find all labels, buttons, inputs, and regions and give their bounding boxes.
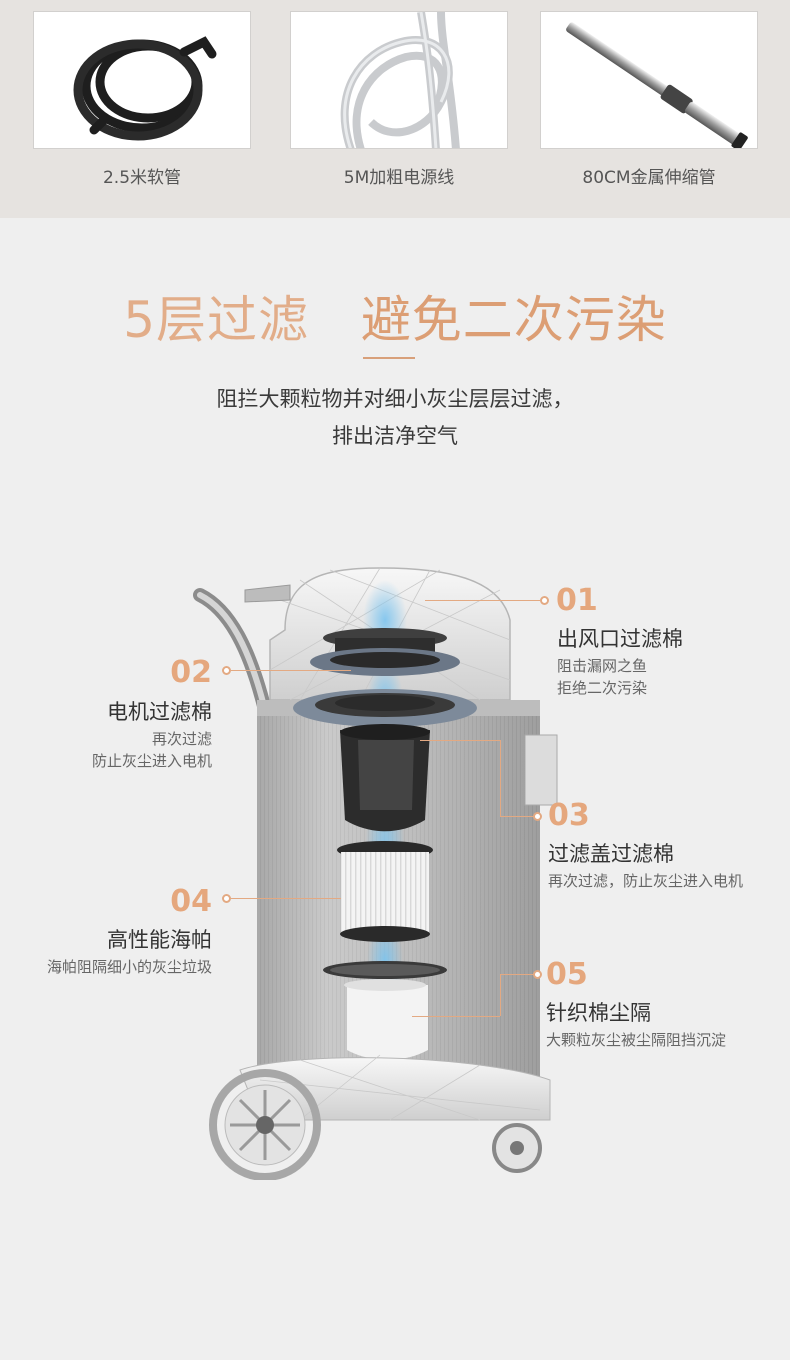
callout-03-leader-a: [420, 740, 500, 741]
accessory-image-frame: [290, 11, 508, 149]
callout-01-desc-2: 拒绝二次污染: [557, 679, 648, 697]
accessory-hose: 2.5米软管: [33, 11, 251, 188]
callout-02-desc-2: 防止灰尘进入电机: [91, 752, 212, 770]
vacuum-exploded-illustration: [180, 560, 580, 1180]
section-title-part1: 5层过滤: [123, 291, 309, 349]
section-title: 5层过滤 避免二次污染: [0, 280, 790, 352]
callout-01-leader: [425, 600, 540, 601]
callout-05-desc: 大颗粒灰尘被尘隔阻挡沉淀: [546, 1031, 727, 1049]
callout-04-leader: [231, 898, 341, 899]
metal-tube-icon: [566, 22, 748, 148]
accessory-power-cable: 5M加粗电源线: [290, 11, 508, 188]
callout-05-leader-b: [500, 974, 501, 1016]
callout-04-number: 04: [170, 884, 212, 919]
callout-05-dot: [533, 970, 542, 979]
callout-02-title: 电机过滤棉: [107, 700, 212, 724]
callout-02-number: 02: [170, 655, 212, 690]
hose-icon: [73, 36, 217, 141]
callout-05-title: 针织棉尘隔: [546, 1001, 651, 1025]
subtitle-line1: 阻拦大颗粒物并对细小灰尘层层过滤，: [216, 387, 574, 411]
power-cable-icon: [340, 12, 460, 148]
subtitle-line2: 排出洁净空气: [332, 424, 458, 448]
accessory-label: 2.5米软管: [102, 168, 182, 188]
section-title-part2: 避免二次污染: [360, 291, 667, 349]
callout-01-number: 01: [556, 583, 598, 618]
accessory-image-frame: [540, 11, 758, 149]
callout-03-number: 03: [548, 798, 590, 833]
callout-03-leader-c: [500, 816, 534, 817]
callout-03-dot: [533, 812, 542, 821]
callout-02-leader: [231, 670, 351, 671]
accessory-label: 80CM金属伸缩管: [582, 168, 716, 188]
title-divider: [363, 357, 415, 359]
accessory-metal-tube: 80CM金属伸缩管: [540, 11, 758, 188]
callout-03-title: 过滤盖过滤棉: [548, 842, 674, 866]
callout-04-dot: [222, 894, 231, 903]
callout-04-title: 高性能海帕: [107, 928, 212, 952]
callout-03-desc: 再次过滤，防止灰尘进入电机: [548, 872, 744, 890]
callout-04-desc: 海帕阻隔细小的灰尘垃圾: [46, 958, 212, 976]
accessory-label: 5M加粗电源线: [343, 168, 455, 188]
accessory-image-frame: [33, 11, 251, 149]
callout-05-leader-c: [500, 974, 534, 975]
callout-01-dot: [540, 596, 549, 605]
callout-02-dot: [222, 666, 231, 675]
callout-01-desc-1: 阻击漏网之鱼: [557, 657, 648, 675]
callout-01-title: 出风口过滤棉: [557, 627, 683, 651]
callout-03-leader-b: [500, 740, 501, 816]
accessories-strip: 2.5米软管 5M加粗电源线: [0, 0, 790, 218]
callout-05-number: 05: [546, 957, 588, 992]
callout-05-leader-a: [412, 1016, 500, 1017]
callout-02-desc-1: 再次过滤: [151, 730, 212, 748]
